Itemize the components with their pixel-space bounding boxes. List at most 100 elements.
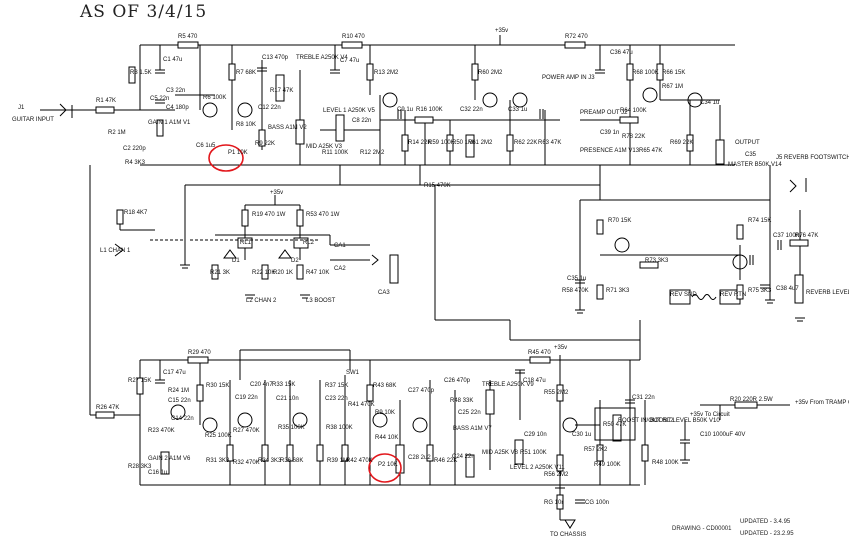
label-r12: R12 2M2 (360, 150, 385, 156)
label-c33: C33 1u (508, 107, 528, 113)
label-r22: R22 10K (252, 270, 276, 276)
label-c26: C26 470p (444, 378, 471, 384)
label-r56: R56 2M2 (544, 472, 569, 478)
label-c20: C20 4n7 (250, 382, 273, 388)
label-sw1: SW1 (346, 370, 360, 376)
label-output: OUTPUT (735, 140, 760, 146)
label-ca1: CA1 (334, 243, 346, 249)
label-r47: R47 10K (306, 270, 330, 276)
label-rg: RG 10r (544, 500, 564, 506)
updated-2: UPDATED - 23.2.95 (740, 531, 794, 537)
label-r5: R5 470 (178, 34, 198, 40)
label-r27b: R27 470K (233, 428, 260, 434)
label-c12: C12 22n (258, 105, 281, 111)
label-r69: R69 22K (670, 140, 694, 146)
label-treble2: TREBLE A250K V9 (482, 382, 534, 388)
label-p1: P1 10K (228, 150, 248, 156)
label-treble: TREBLE A250K V4 (296, 55, 348, 61)
label-r28: R28 3K3 (128, 464, 152, 470)
label-guitar-input: GUITAR INPUT (12, 117, 54, 123)
label-r72: R72 470 (565, 34, 588, 40)
label-r18: R18 4K7 (124, 210, 148, 216)
label-c14: C14 22n (171, 416, 194, 422)
label-c8: C8 22n (352, 118, 372, 124)
label-r34: R34 3K3 (258, 458, 282, 464)
label-r14: R14 22K (408, 140, 432, 146)
label-r61: R61 2M2 (468, 140, 493, 146)
label-rev-snd: REV SND (670, 292, 697, 298)
label-r27: R27 15K (128, 378, 152, 384)
label-r33: R33 15K (272, 382, 296, 388)
label-r70: R70 15K (608, 218, 632, 224)
label-r51: R51 100K (520, 450, 547, 456)
label-r39: R39 1M (327, 458, 349, 464)
label-v35-3: +35v (554, 345, 568, 351)
label-c27: C27 470p (408, 388, 435, 394)
highlight-ring-p2 (368, 453, 402, 483)
label-r26: R26 47K (96, 405, 120, 411)
label-r59: R59 100K (428, 140, 455, 146)
label-r50b: R50 47K (603, 422, 627, 428)
label-r24: R24 1M (168, 388, 190, 394)
label-cg: CG 100n (585, 500, 610, 506)
label-r20-supply: R20 220R 2.5W (730, 397, 773, 403)
label-r55: R55 2M2 (544, 390, 569, 396)
label-mid: MID A25K V3 (306, 144, 343, 150)
label-r53: R53 470 1W (306, 212, 340, 218)
label-master: MASTER B50K V14 (728, 162, 782, 168)
label-r1: R1 47K (96, 98, 117, 104)
label-c35b: C35 1u (567, 276, 587, 282)
label-r17: R17 47K (270, 88, 294, 94)
label-bass: BASS A1M V2 (268, 125, 307, 131)
label-c7: C7 47u (340, 58, 360, 64)
label-r41: R41 470K (348, 402, 375, 408)
label-r65: R65 47K (639, 148, 663, 154)
date-annotation: AS OF 3/4/15 (80, 2, 208, 22)
label-reverb-level: REVERB LEVEL B50K V12 (806, 290, 849, 296)
label-r66: R66 15K (662, 70, 686, 76)
label-r32: R32 470K (233, 460, 260, 466)
label-r49: R49 100K (594, 462, 621, 468)
label-r16: R16 100K (416, 107, 443, 113)
label-v35: +35v (495, 28, 509, 34)
label-c4: C4 180p (166, 105, 189, 111)
label-c30: C30 1u (572, 432, 592, 438)
label-p2: P2 10K (378, 462, 398, 468)
label-r67: R67 1M (662, 84, 684, 90)
label-r68: R68 100K (632, 70, 659, 76)
label-c10: C10 1000uF 40V (700, 432, 746, 438)
label-r43: R43 68K (373, 383, 397, 389)
label-r29: R29 470 (188, 350, 211, 356)
label-v35-from: +35v From TRAMP OUTPUT PL8 (795, 400, 849, 406)
label-r10: R10 470 (342, 34, 365, 40)
label-c38: C38 4u7 (776, 286, 799, 292)
label-r75: R75 3K3 (748, 288, 772, 294)
label-ca3: CA3 (378, 290, 390, 296)
label-c21: C21 10n (276, 396, 299, 402)
label-r11: R11 100K (322, 150, 349, 156)
label-r42: R42 470K (346, 458, 373, 464)
label-c28: C28 2u2 (408, 455, 431, 461)
label-r62: R62 22K (514, 140, 538, 146)
label-c29: C29 10n (524, 432, 547, 438)
label-c13: C13 470p (262, 55, 289, 61)
label-r71: R71 3K3 (606, 288, 630, 294)
label-l2: L2 CHAN 2 (246, 298, 277, 304)
label-c9: C9 1u (397, 107, 414, 113)
label-r9b: R9 10K (375, 410, 396, 416)
label-r9: R9 22K (255, 141, 276, 147)
label-r76: R76 47K (795, 233, 819, 239)
label-r60: R60 2M2 (478, 70, 503, 76)
label-r7: R7 68K (236, 70, 257, 76)
label-c37: C37 100n (773, 233, 800, 239)
label-c39: C39 1n (600, 130, 620, 136)
label-mid2: MID A25K V8 (482, 450, 519, 456)
label-level1: LEVEL 1 A250K V5 (323, 108, 375, 114)
label-presence: PRESENCE A1M V13 (580, 148, 640, 154)
label-c19: C19 22n (235, 395, 258, 401)
label-r48b: R48 100K (652, 460, 679, 466)
label-c34: C34 1u (700, 100, 720, 106)
label-r31: R31 3K3 (206, 458, 230, 464)
